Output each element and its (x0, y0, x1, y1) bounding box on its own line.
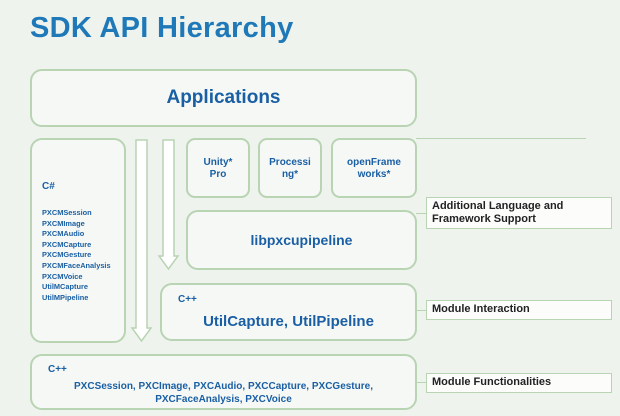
page-title: SDK API Hierarchy (30, 12, 294, 44)
libpxcupipeline-label: libpxcupipeline (250, 232, 353, 248)
connector-line-framework (416, 213, 426, 214)
framework-support-label: Additional Language and Framework Suppor… (426, 197, 612, 229)
core-lang: C++ (48, 364, 67, 375)
list-item: PXCMImage (42, 218, 85, 228)
connector-line-top (416, 138, 586, 139)
connector-line-functionalities (416, 382, 426, 383)
arrow-down-right (157, 139, 180, 271)
list-item: PXCMGesture (42, 250, 92, 260)
list-item: UtilMPipeline (42, 292, 89, 302)
processing-label-line2: ng* (281, 169, 299, 180)
processing-box: Processi ng* (258, 138, 322, 198)
module-interaction-label: Module Interaction (426, 300, 612, 320)
list-item: PXCMCapture (42, 239, 92, 249)
openframeworks-label-line1: openFrame (347, 157, 401, 168)
csharp-heading: C# (42, 181, 55, 192)
list-item: PXCMSession (42, 208, 92, 217)
csharp-box: C# PXCMSession PXCMImage PXCMAudio PXCMC… (30, 138, 126, 343)
list-item: PXCMVoice (42, 271, 83, 281)
connector-line-interaction (416, 310, 426, 311)
list-item: PXCMFaceAnalysis (42, 260, 111, 270)
arrow-down-left (130, 139, 153, 343)
module-functionalities-label: Module Functionalities (426, 373, 612, 393)
core-line2: PXCFaceAnalysis, PXCVoice (155, 394, 292, 405)
util-box: C++ UtilCapture, UtilPipeline (160, 283, 417, 341)
openframeworks-label-line2: works* (357, 169, 391, 180)
unity-box: Unity* Pro (186, 138, 250, 198)
csharp-list: PXCMSession PXCMImage PXCMAudio PXCMCapt… (42, 208, 111, 303)
list-item: UtilMCapture (42, 282, 88, 292)
unity-label-line2: Pro (209, 169, 227, 180)
util-lang: C++ (178, 294, 197, 305)
libpxcupipeline-box: libpxcupipeline (186, 210, 417, 270)
util-label: UtilCapture, UtilPipeline (203, 313, 374, 330)
applications-label: Applications (166, 87, 281, 108)
unity-label-line1: Unity* (203, 157, 233, 168)
core-line1: PXCSession, PXCImage, PXCAudio, PXCCaptu… (74, 381, 373, 392)
core-box: C++ PXCSession, PXCImage, PXCAudio, PXCC… (30, 354, 417, 410)
list-item: PXCMAudio (42, 229, 85, 239)
processing-label-line1: Processi (269, 157, 311, 168)
applications-box: Applications (30, 69, 417, 127)
openframeworks-box: openFrame works* (331, 138, 417, 198)
